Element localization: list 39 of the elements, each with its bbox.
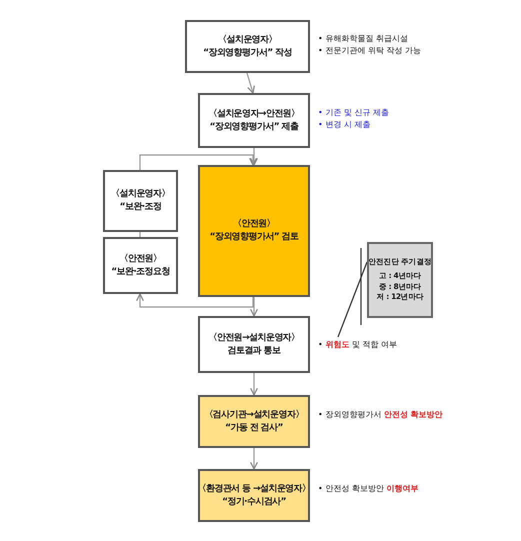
process-box bbox=[103, 237, 178, 294]
role-heading: 〈환경관서 등 →설치운영자〉 bbox=[198, 482, 310, 496]
process-box bbox=[198, 469, 310, 522]
role-heading: 〈검사기관→설치운영자〉 bbox=[204, 408, 304, 422]
leader-line bbox=[337, 262, 368, 338]
note-text: • 장외영향평가서 안전성 확보방안 bbox=[318, 409, 443, 421]
arrow bbox=[250, 373, 258, 396]
step-text: “보완·조정요청 bbox=[111, 266, 170, 278]
note-text: • 변경 시 제출 bbox=[318, 119, 372, 131]
note-text: • 유해화학물질 취급시설 bbox=[318, 33, 409, 45]
note-text: • 안전성 확보방안 이행여부 bbox=[318, 483, 418, 495]
process-box bbox=[198, 395, 310, 448]
process-box bbox=[185, 20, 310, 73]
process-box bbox=[198, 93, 310, 148]
process-box bbox=[198, 316, 310, 373]
role-heading: 〈설치운영자〉 bbox=[218, 34, 277, 46]
process-box bbox=[198, 165, 310, 297]
step-text: “보완·조정 bbox=[120, 201, 162, 214]
arrow bbox=[246, 72, 255, 94]
role-heading: 〈안전원〉 bbox=[119, 252, 162, 266]
note-text: • 위험도 및 적합 여부 bbox=[318, 337, 418, 353]
role-heading: 〈설치운영자→안전원〉 bbox=[208, 108, 300, 120]
role-heading: 〈설치운영자〉 bbox=[111, 188, 170, 201]
role-heading: 〈안전원→설치운영자〉 bbox=[208, 332, 300, 344]
arrow bbox=[139, 154, 257, 170]
arrow bbox=[136, 293, 254, 308]
role-heading: 〈안전원〉 bbox=[232, 218, 275, 231]
step-text: “장외영향평가서” 제출 bbox=[210, 120, 298, 134]
step-text: “장외영향평가서” 검토 bbox=[210, 231, 298, 244]
arrow bbox=[250, 148, 258, 166]
step-text: “정기·수시검사” bbox=[222, 496, 286, 508]
step-text: “장외영향평가서” 작성 bbox=[203, 46, 292, 60]
step-text: 검토결과 통보 bbox=[228, 344, 280, 358]
process-box bbox=[103, 170, 178, 232]
arrow bbox=[250, 297, 258, 317]
note-text: • 전문기관에 위탁 작성 가능 bbox=[318, 45, 421, 57]
step-text: “가동 전 검사” bbox=[225, 422, 283, 434]
note-text: • 기존 및 신규 제출 bbox=[318, 107, 389, 119]
arrow bbox=[250, 448, 258, 470]
